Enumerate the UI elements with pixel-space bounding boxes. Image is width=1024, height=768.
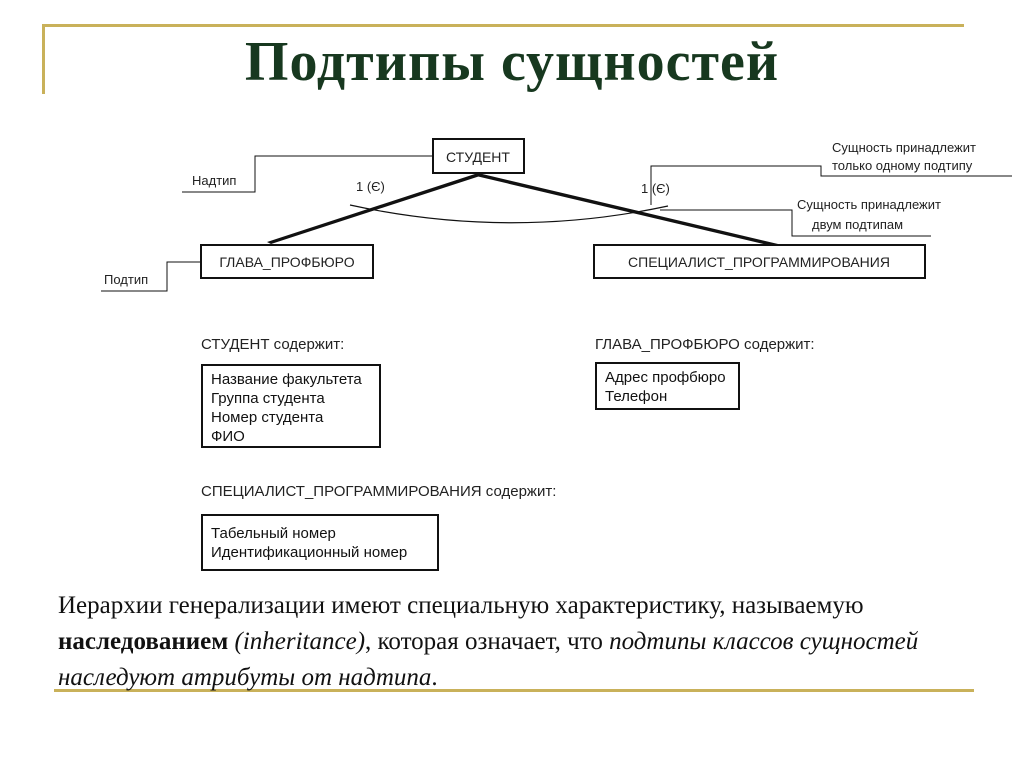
relation-line-left bbox=[267, 173, 480, 244]
slide-title: Подтипы сущностей bbox=[244, 31, 780, 93]
entity-specialist-label: СПЕЦИАЛИСТ_ПРОГРАММИРОВАНИЯ bbox=[628, 254, 890, 270]
callout-supertype-label: Надтип bbox=[192, 173, 236, 188]
cardinality-right: 1 (Є) bbox=[641, 181, 670, 196]
callout-two-subtypes-line bbox=[660, 209, 931, 237]
entity-box-student bbox=[432, 138, 525, 174]
paragraph-part1: Иерархии генерализации имеют специальную… bbox=[58, 592, 864, 619]
decor-vertical-line bbox=[42, 24, 45, 94]
paragraph-english-term: (inheritance) bbox=[228, 628, 366, 655]
head-attrs-heading: ГЛАВА_ПРОФБЮРО содержит: bbox=[595, 336, 815, 353]
callout-supertype-line bbox=[182, 155, 432, 193]
cardinality-left: 1 (Є) bbox=[356, 179, 385, 194]
student-attr-item: Группа студента bbox=[211, 390, 325, 407]
student-attr-item: Номер студента bbox=[211, 409, 324, 426]
inheritance-paragraph: Иерархии генерализации имеют специальную… bbox=[58, 588, 978, 696]
note-one-line1: Сущность принадлежит bbox=[832, 140, 976, 155]
subtype-arc bbox=[349, 204, 669, 224]
head-attr-item: Адрес профбюро bbox=[605, 369, 726, 386]
specialist-attrs-box: Табельный номер Идентификационный номер bbox=[201, 514, 439, 571]
er-diagram: СТУДЕНТ ГЛАВА_ПРОФБЮРО СПЕЦИАЛИСТ_ПРОГРА… bbox=[101, 138, 1012, 292]
decor-bottom-line bbox=[54, 689, 974, 692]
callout-subtype-label: Подтип bbox=[104, 272, 148, 287]
head-attrs-box: Адрес профбюро Телефон bbox=[595, 362, 740, 410]
head-attr-item: Телефон bbox=[605, 388, 668, 405]
specialist-attr-item: Табельный номер bbox=[211, 525, 336, 542]
note-two-line2: двум подтипам bbox=[812, 217, 903, 232]
paragraph-part2: , которая означает, что bbox=[365, 628, 610, 655]
note-one-line2: только одному подтипу bbox=[832, 158, 973, 173]
decor-top-line bbox=[42, 24, 964, 27]
paragraph-bold-term: наследованием bbox=[58, 628, 229, 655]
student-attrs-box: Название факультета Группа студента Номе… bbox=[201, 364, 381, 448]
paragraph-italic-definition: подтипы классов сущностей наследуют атри… bbox=[58, 628, 919, 691]
student-attrs-heading: СТУДЕНТ содержит: bbox=[201, 336, 345, 353]
paragraph-end: . bbox=[431, 664, 438, 691]
entity-box-specialist bbox=[593, 244, 926, 279]
callout-one-subtype-line bbox=[650, 165, 1012, 205]
entity-student-label: СТУДЕНТ bbox=[446, 149, 510, 165]
callout-subtype-line bbox=[101, 261, 200, 292]
entity-head-label: ГЛАВА_ПРОФБЮРО bbox=[219, 254, 354, 270]
relation-line-right bbox=[476, 173, 778, 246]
specialist-attr-item: Идентификационный номер bbox=[211, 544, 408, 561]
student-attr-item: Название факультета bbox=[211, 371, 362, 388]
specialist-attrs-heading: СПЕЦИАЛИСТ_ПРОГРАММИРОВАНИЯ содержит: bbox=[201, 483, 557, 500]
note-two-line1: Сущность принадлежит bbox=[797, 197, 941, 212]
entity-box-head bbox=[200, 244, 374, 279]
student-attr-item: ФИО bbox=[211, 428, 245, 445]
